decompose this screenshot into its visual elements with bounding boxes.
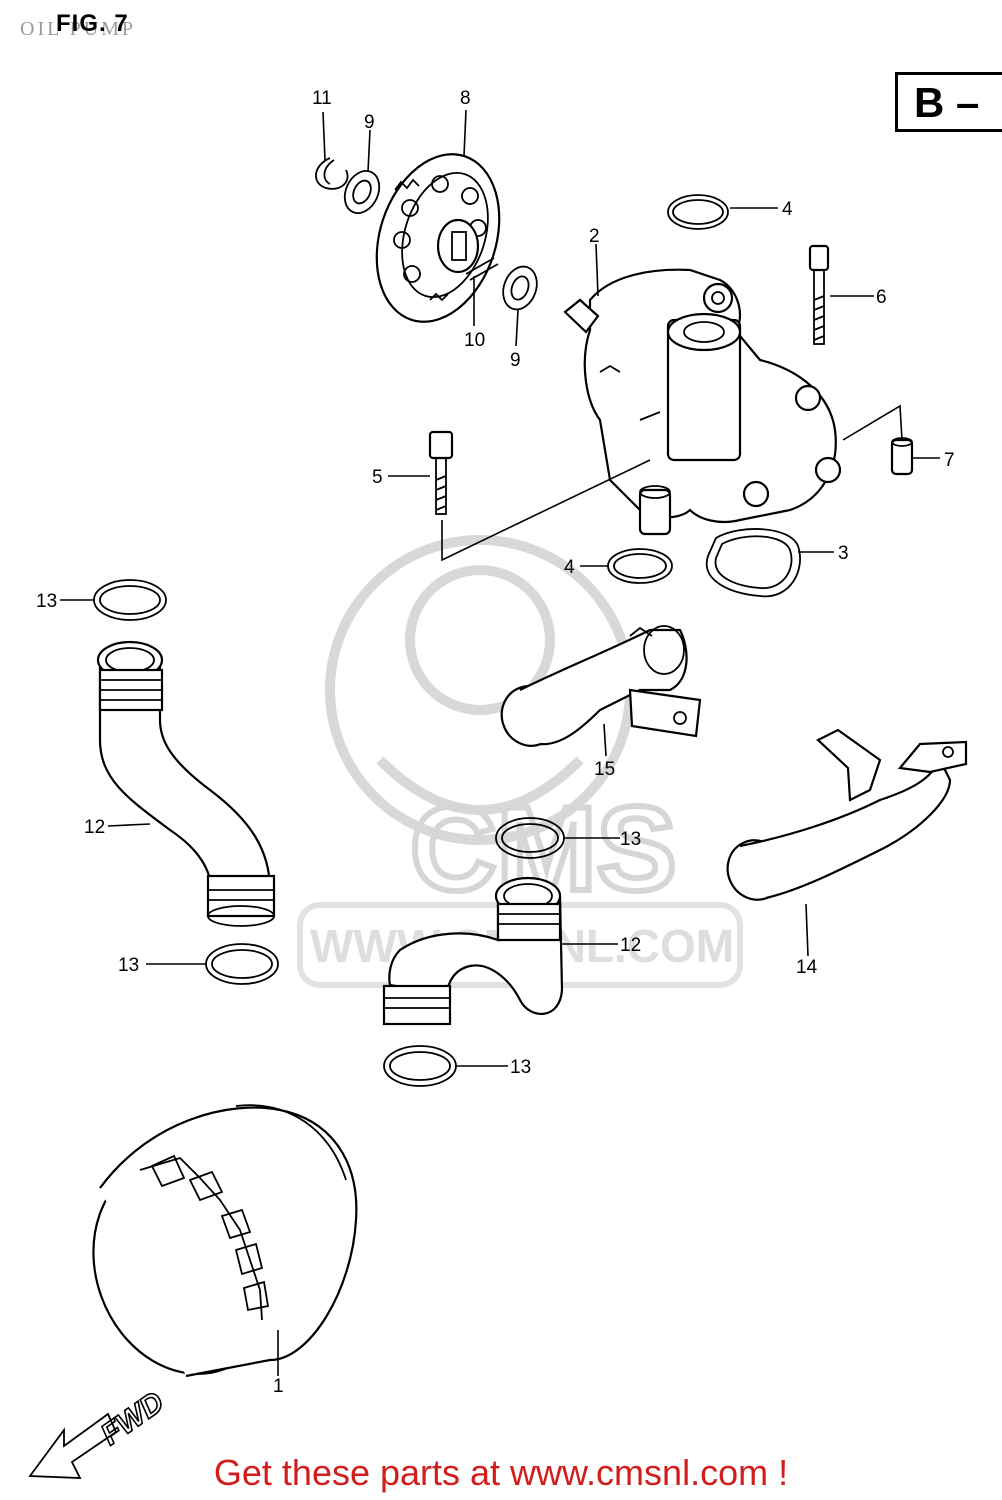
callout-3: 3 bbox=[838, 543, 849, 564]
part-8-pump-gear[interactable] bbox=[356, 138, 519, 337]
part-4-o-ring-upper[interactable] bbox=[667, 194, 729, 230]
callout-9-lower: 9 bbox=[510, 350, 521, 371]
part-3-gasket[interactable] bbox=[705, 528, 801, 598]
callout-5: 5 bbox=[372, 467, 383, 488]
part-15-oil-strainer[interactable] bbox=[493, 625, 702, 754]
part-13-o-ring-a[interactable] bbox=[93, 579, 167, 621]
part-4-o-ring-lower[interactable] bbox=[607, 548, 673, 584]
callout-7: 7 bbox=[944, 450, 955, 471]
footer-cta-link[interactable]: Get these parts at www.cmsnl.com ! bbox=[213, 1452, 789, 1493]
part-2-pump-body[interactable] bbox=[563, 268, 842, 536]
callout-2: 2 bbox=[589, 226, 600, 247]
part-13-o-ring-d[interactable] bbox=[383, 1045, 457, 1087]
callout-13-b: 13 bbox=[620, 829, 641, 850]
section-marker: B – bbox=[895, 72, 1002, 132]
figure-label: FIG. 7 bbox=[56, 10, 129, 37]
callout-15: 15 bbox=[594, 759, 615, 780]
callout-10: 10 bbox=[464, 330, 485, 351]
callout-9-upper: 9 bbox=[364, 112, 375, 133]
callout-12-b: 12 bbox=[620, 935, 641, 956]
part-1-oil-filter[interactable] bbox=[64, 1104, 358, 1400]
part-7-dowel-pin[interactable] bbox=[890, 437, 914, 476]
part-12-oil-pipe-middle[interactable] bbox=[382, 876, 564, 1026]
callout-4-lower: 4 bbox=[564, 557, 575, 578]
fwd-label: FWD bbox=[95, 1386, 170, 1452]
leader-lines bbox=[60, 109, 940, 1376]
callout-13-a: 13 bbox=[36, 591, 57, 612]
part-9-washer-lower[interactable] bbox=[497, 262, 542, 314]
callout-12-a: 12 bbox=[84, 817, 105, 838]
part-5-bolt[interactable] bbox=[428, 430, 454, 515]
callout-labels: 11 9 8 10 9 4 2 6 5 7 4 3 13 15 12 13 13… bbox=[36, 88, 955, 1397]
callout-6: 6 bbox=[876, 287, 887, 308]
part-9-washer-upper[interactable] bbox=[338, 165, 386, 218]
callout-13-d: 13 bbox=[510, 1057, 531, 1078]
callout-1: 1 bbox=[273, 1376, 284, 1397]
part-13-o-ring-b[interactable] bbox=[205, 943, 279, 985]
part-12-oil-pipe-left[interactable] bbox=[96, 640, 276, 927]
part-14-oil-pipe-right[interactable] bbox=[718, 728, 968, 909]
callout-8: 8 bbox=[460, 88, 471, 109]
callout-4-upper: 4 bbox=[782, 199, 793, 220]
callout-11: 11 bbox=[312, 88, 332, 109]
callout-13-c: 13 bbox=[118, 955, 139, 976]
part-6-bolt[interactable] bbox=[808, 244, 830, 345]
section-marker-text: B – bbox=[914, 79, 980, 126]
page-title-faint: OIL PUMP bbox=[20, 18, 137, 40]
callout-14: 14 bbox=[796, 957, 818, 978]
part-11-circlip[interactable] bbox=[315, 157, 349, 190]
